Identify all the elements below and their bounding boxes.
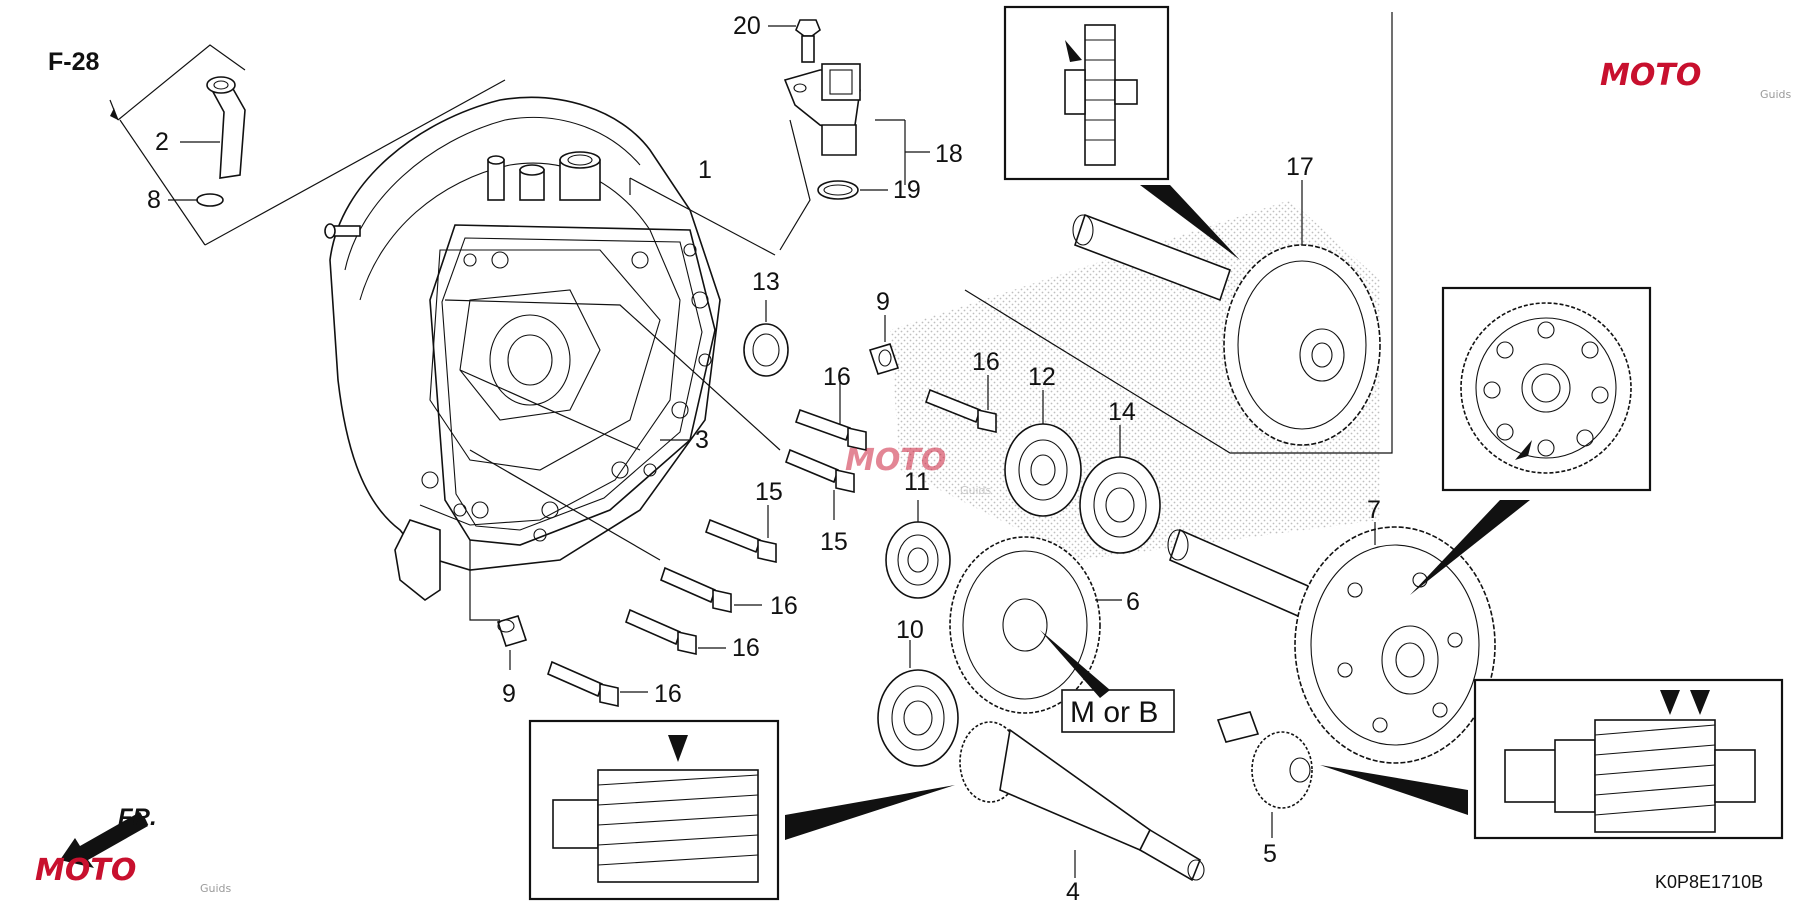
- svg-text:Guids: Guids: [200, 882, 232, 895]
- callout-16c: 16: [770, 592, 798, 620]
- part-2-hose: [180, 76, 246, 179]
- part-9-dowel-bottom: [496, 615, 528, 670]
- callout-15a: 15: [755, 478, 783, 506]
- callout-18: 18: [935, 140, 963, 168]
- callout-7: 7: [1367, 496, 1381, 524]
- callout-6: 6: [1126, 588, 1140, 616]
- callout-8: 8: [147, 186, 161, 214]
- part-13-oil-seal: [743, 300, 789, 377]
- watermark-center: MOTO Guids: [845, 443, 992, 497]
- watermark-bottom-left: MOTO Guids: [35, 853, 232, 895]
- callout-labels: 1 2 3 4 5 6 7 8 9 9 10 11 12 13 14 15 15…: [147, 12, 1381, 906]
- callout-1: 1: [698, 156, 712, 184]
- bracket-leader-18: [779, 119, 811, 251]
- callout-9b: 9: [502, 680, 516, 708]
- part-12-bearing: [1004, 390, 1082, 517]
- callout-19: 19: [893, 176, 921, 204]
- bracket-leader-1: [629, 177, 776, 256]
- callout-5: 5: [1263, 840, 1277, 868]
- marking-box: M or B: [1040, 630, 1175, 733]
- callout-11: 11: [904, 468, 930, 496]
- part-6-gear: [949, 536, 1122, 714]
- part-16-bolt-b: [925, 375, 997, 433]
- callout-14: 14: [1108, 398, 1136, 426]
- part-15-bolt-b: [705, 505, 777, 563]
- part-15-bolt-a: [785, 448, 855, 520]
- part-19-o-ring: [817, 180, 888, 200]
- callout-16e: 16: [654, 680, 682, 708]
- svg-text:FR.: FR.: [118, 804, 157, 831]
- part-16-bolt-d: [625, 608, 726, 655]
- callout-20: 20: [733, 12, 761, 40]
- detail-inset-7: [1410, 286, 1652, 595]
- part-14-bearing: [1079, 425, 1161, 554]
- bracket-leader-2-8: [204, 79, 506, 246]
- callout-10: 10: [896, 616, 924, 644]
- part-20-bolt: [768, 19, 821, 63]
- callout-16d: 16: [732, 634, 760, 662]
- detail-inset-5: [1320, 678, 1784, 840]
- callout-16a: 16: [823, 363, 851, 391]
- front-arrow: FR.: [60, 804, 157, 868]
- bracket-leader-top: [119, 119, 206, 246]
- callout-3: 3: [695, 426, 709, 454]
- part-10-bearing: [877, 640, 959, 767]
- reference-f28: F-28: [48, 44, 246, 121]
- callout-15b: 15: [820, 528, 848, 556]
- detail-inset-4: [528, 719, 955, 901]
- callout-13: 13: [752, 268, 780, 296]
- svg-text:MOTO: MOTO: [35, 853, 136, 888]
- part-1-transmission-cover: [324, 96, 721, 601]
- diagram-code: K0P8E1710B: [1655, 872, 1763, 892]
- callout-17: 17: [1286, 153, 1314, 181]
- callout-12: 12: [1028, 363, 1056, 391]
- part-11-bearing: [885, 500, 951, 599]
- part-17-output-shaft: [1072, 180, 1381, 446]
- part-16-bolt-c: [660, 566, 762, 613]
- callout-2: 2: [155, 128, 169, 156]
- svg-text:F-28: F-28: [48, 48, 100, 76]
- callout-16b: 16: [972, 348, 1000, 376]
- svg-text:M or B: M or B: [1070, 696, 1158, 729]
- detail-inset-17: [1003, 5, 1240, 260]
- part-16-bolt-e: [547, 660, 648, 707]
- part-7-countershaft: [1167, 522, 1496, 764]
- part-16-bolt-a: [794, 375, 867, 451]
- svg-text:MOTO: MOTO: [845, 443, 946, 478]
- svg-text:Guids: Guids: [960, 484, 992, 497]
- watermark-top-right: MOTO Guids: [1600, 58, 1792, 101]
- cover-bracket-leaders: [444, 299, 781, 621]
- callout-9a: 9: [876, 288, 890, 316]
- part-5-pinion: [1216, 711, 1313, 838]
- part-17-frame-lines: [964, 12, 1393, 454]
- callout-4: 4: [1066, 878, 1080, 906]
- part-3-gasket: [429, 224, 716, 546]
- part-8-clip: [168, 193, 224, 207]
- part-18-speed-sensor: [783, 63, 930, 185]
- svg-text:MOTO: MOTO: [1600, 58, 1701, 93]
- part-9-dowel-top: [868, 315, 900, 375]
- part-4-shaft: [959, 721, 1205, 882]
- svg-text:Guids: Guids: [1760, 88, 1792, 101]
